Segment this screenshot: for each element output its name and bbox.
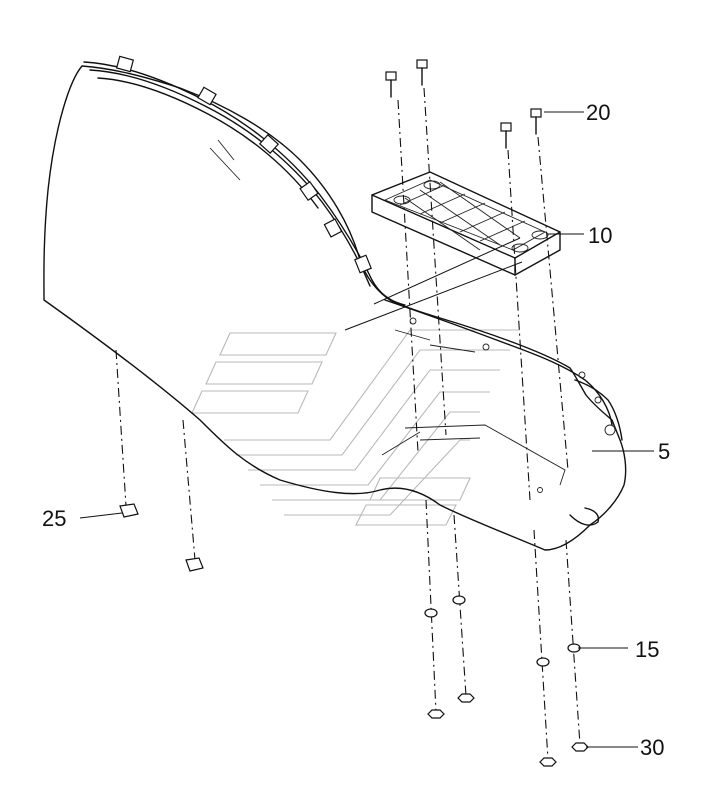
callout-15: 15 [635,637,659,662]
bolt [416,59,428,86]
nuts-part [427,693,589,767]
bolt [530,108,542,135]
washers-part [424,595,581,667]
step-pad-part [371,171,561,276]
callout-30: 30 [640,735,664,760]
bolt [385,71,397,98]
callout-10: 10 [588,223,612,248]
fender-body [43,55,627,551]
assembly-axes [115,87,581,761]
callout-25: 25 [42,506,66,531]
watermark-logo [191,329,520,526]
callout-labels: 20 10 5 15 25 30 [42,100,670,760]
bolt [500,122,512,149]
clip-nuts-part [119,503,204,572]
callout-leaders [79,111,654,748]
callout-20: 20 [586,100,610,125]
callout-5: 5 [658,439,670,464]
bolts-part [385,59,542,149]
